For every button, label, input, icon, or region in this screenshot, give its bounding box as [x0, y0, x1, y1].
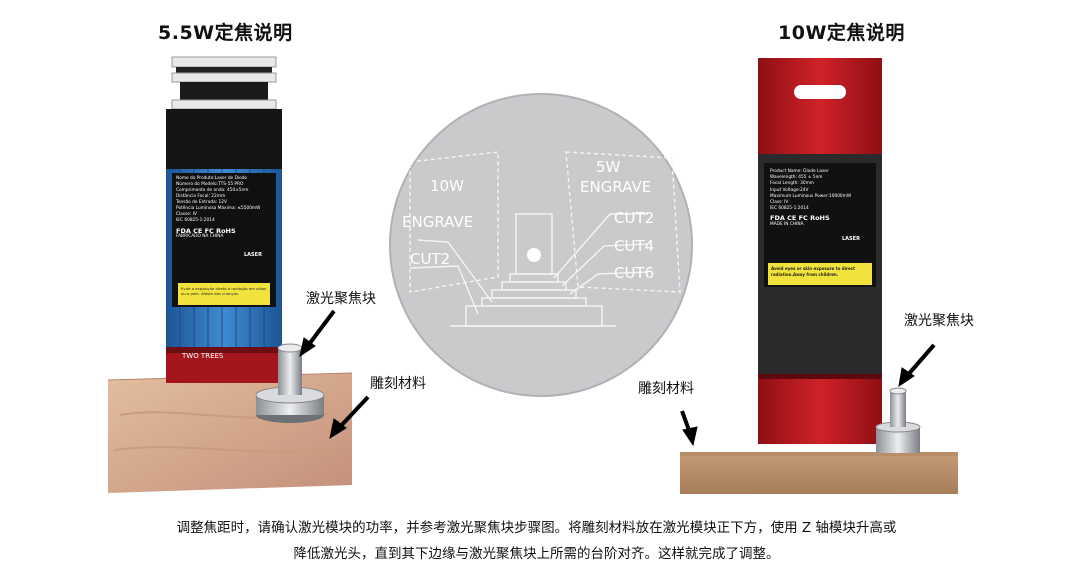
arrow-to-material-right: [680, 410, 698, 447]
disc-right-cut-2: CUT4: [614, 237, 654, 255]
label-line: Class: IV: [770, 200, 789, 206]
right-panel-illustration: [680, 58, 958, 494]
label-line: Distância Focal: 22mm: [176, 194, 226, 199]
label-line: IEC 60825-1:2014: [770, 206, 809, 212]
disc-right-cut-3: CUT6: [614, 264, 654, 282]
cert-marks: FDA CE FC RoHS: [770, 214, 830, 223]
brand-text: TWO TREES: [182, 352, 224, 360]
module-label-text-10w: Product Name: Diode Laser Wavelength: 45…: [770, 169, 870, 242]
label-line: Classe: IV: [176, 212, 197, 217]
label-material-left: 雕刻材料: [370, 376, 426, 392]
laser-module-10w: [758, 58, 882, 444]
label-focus-block-left: 激光聚焦块: [306, 291, 376, 307]
caption-line-1: 调整焦距时，请确认激光模块的功率，并参考激光聚焦块步骤图。将雕刻材料放在激光模块…: [176, 520, 897, 536]
label-line: Wavelength: 455 ± 5nm: [770, 175, 823, 181]
label-line: Maximum Luminous Power:10000mW: [770, 193, 852, 199]
label-line: Número do Modelo:TTS-55 PRO: [176, 182, 244, 187]
label-line: Product Name: Diode Laser: [770, 169, 829, 174]
warning-text-5w: Evite a exposição direta à radiação em o…: [181, 286, 267, 296]
label-line: Potência Luminosa Máxima: ≤5500mW: [176, 206, 261, 211]
label-line: Input Voltage:24V: [770, 187, 809, 193]
arrow-to-focus-block-right: [898, 343, 936, 388]
warning-text-10w: Avoid eyes or skin exposure to direct ra…: [771, 266, 855, 277]
disc-right-power: 5W: [596, 158, 621, 176]
focus-block-right: [875, 387, 921, 453]
focus-block-top-view: 10W ENGRAVE CUT2 5W ENGRAVE CUT2 CUT4 CU…: [389, 93, 693, 397]
label-line: Focal Length: 30mm: [770, 181, 814, 187]
label-line: Nome do Produto:Laser de Diodo: [176, 176, 248, 181]
arrow-to-material-left: [329, 395, 370, 440]
arrow-to-focus-block-left: [299, 309, 336, 358]
wood-block-right: [680, 452, 958, 494]
made-in-text: MADE IN CHINA: [770, 221, 804, 227]
right-panel-title: 10W定焦说明: [778, 22, 905, 44]
label-line: IEC 60825-1:2014: [176, 218, 215, 223]
left-panel-illustration: [107, 56, 370, 493]
laser-tag: LASER: [244, 252, 262, 258]
disc-left-cut: CUT2: [410, 250, 450, 268]
focus-block-left: [255, 343, 325, 423]
laser-tag: LASER: [842, 235, 860, 242]
disc-left-power: 10W: [430, 177, 464, 195]
disc-right-cut-1: CUT2: [614, 209, 654, 227]
disc-right-engrave: ENGRAVE: [580, 178, 651, 196]
module-label-text-5w: Nome do Produto:Laser de Diodo Número do…: [176, 176, 276, 258]
module-label-5w: [172, 173, 276, 307]
cert-marks: FDA CE FC RoHS: [176, 227, 236, 235]
caption-line-2: 降低激光头，直到其下边缘与激光聚焦块上所需的台阶对齐。这样就完成了调整。: [293, 546, 780, 562]
label-line: Comprimento de onda: 450±5nm: [176, 188, 249, 193]
left-panel-title: 5.5W定焦说明: [158, 22, 293, 44]
label-focus-block-right: 激光聚焦块: [904, 313, 974, 329]
label-material-right: 雕刻材料: [638, 381, 694, 397]
disc-left-engrave: ENGRAVE: [402, 213, 473, 231]
label-line: Tensão de Entrada: 12V: [176, 200, 227, 205]
made-in-text: FABRICADO NA CHINA: [176, 234, 224, 239]
